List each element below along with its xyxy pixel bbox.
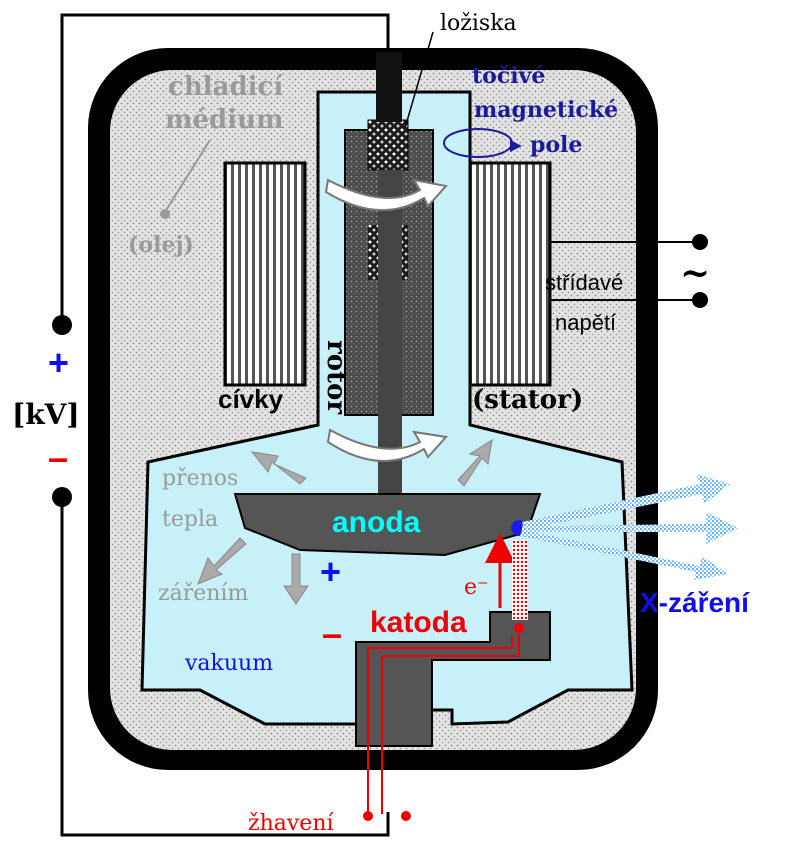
- heat-arrows: [197, 438, 493, 605]
- cathode: [355, 611, 551, 747]
- terminal-minus: [52, 487, 72, 507]
- label-electron: e⁻: [464, 575, 489, 600]
- label-minus-left: –: [48, 437, 68, 478]
- ac-terminal-bottom: [692, 292, 708, 308]
- label-tilde: ~: [680, 252, 710, 294]
- magnetic-field-arrowhead: [510, 140, 522, 152]
- label-rotor: rotor: [321, 340, 351, 414]
- pointer-lozisk: [404, 31, 434, 129]
- label-xray: X-záření: [640, 587, 750, 618]
- heating-wires: [367, 634, 520, 814]
- shaft-top: [376, 52, 402, 122]
- pointer-chladici: [164, 139, 211, 213]
- hv-wire-left: [60, 13, 390, 837]
- label-stridave: střídavé: [545, 270, 623, 295]
- label-kv: [kV]: [12, 398, 80, 431]
- label-civky: cívky: [218, 384, 284, 414]
- label-napeti: napětí: [555, 310, 616, 335]
- label-lozisk: ložiska: [440, 11, 517, 36]
- label-chladici-1: chladicí: [168, 72, 283, 102]
- terminal-plus: [52, 315, 72, 335]
- rotor-shaft: [378, 170, 402, 495]
- xray-beams: [520, 474, 738, 580]
- label-prenos-2: tepla: [162, 507, 218, 532]
- rotation-arrows: [324, 178, 448, 462]
- cathode-filament: [514, 623, 524, 633]
- label-anoda: anoda: [332, 506, 421, 539]
- label-tocive-1: točivé: [472, 63, 545, 89]
- electron-beam: [512, 540, 528, 620]
- label-plus-inner: +: [320, 551, 341, 592]
- heating-terminal-left: [363, 811, 373, 821]
- label-stator: (stator): [472, 385, 583, 415]
- label-olej: (olej): [128, 232, 194, 258]
- label-zhaveni: žhavení: [248, 811, 334, 836]
- label-prenos-3: zářením: [158, 581, 248, 606]
- label-plus-left: +: [48, 342, 69, 383]
- anode: [233, 493, 542, 557]
- label-tocive-2: magnetické: [474, 97, 618, 123]
- pointer-chladici-dot: [160, 209, 170, 219]
- label-vakuum: vakuum: [184, 651, 273, 676]
- label-katoda: katoda: [370, 606, 467, 639]
- coil-right: [468, 161, 552, 387]
- label-prenos-1: přenos: [162, 466, 238, 491]
- ac-wires: [549, 241, 700, 301]
- bearing-top: [367, 119, 409, 171]
- label-tocive-3: pole: [530, 132, 582, 158]
- label-chladici-2: médium: [165, 105, 284, 135]
- coil-left: [223, 161, 307, 387]
- label-minus-inner: –: [322, 613, 342, 654]
- ac-terminal-top: [692, 234, 708, 250]
- heating-terminal-right: [401, 811, 411, 821]
